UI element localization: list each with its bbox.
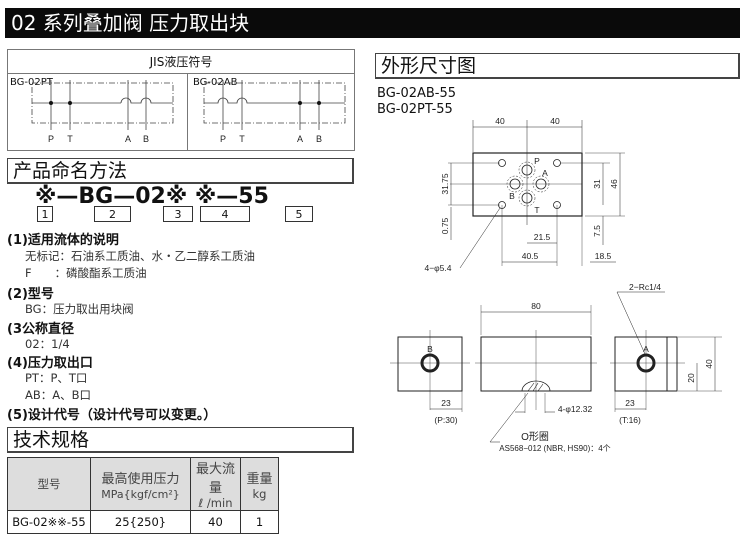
item-title: (3公称直径 <box>7 322 74 337</box>
oring-title: O形圈 <box>521 431 549 443</box>
table-row: BG-02※※-55 25{250} 40 1 <box>7 510 279 534</box>
page-title: 02 系列叠加阀 压力取出块 <box>5 8 740 38</box>
dim-d1: 21.5 <box>534 232 551 242</box>
note-left: (P:30) <box>434 415 457 425</box>
hydraulic-symbols: P T A B P T A B <box>31 80 346 144</box>
item-line: F ：磷酸酯系工质油 <box>25 266 147 280</box>
dim-left: 23 <box>441 398 451 408</box>
dim-right: 23 <box>625 398 635 408</box>
model-name: BG-02PT-55 <box>377 102 453 117</box>
port-a: A <box>297 134 303 144</box>
model-name: BG-02AB-55 <box>377 86 457 101</box>
dim-h2: 31 <box>592 179 602 189</box>
item-line: AB：A、B口 <box>25 388 92 402</box>
port-p: P <box>220 134 226 144</box>
port-label: A <box>542 168 548 178</box>
jis-symbol-panel: JIS液压符号 BG-02PT BG-02AB P T A B P T A B <box>7 49 355 151</box>
item-title: (4)压力取出口 <box>7 356 93 371</box>
port-label: T <box>534 205 539 215</box>
port-b: B <box>316 134 322 144</box>
port-a: A <box>125 134 131 144</box>
oring-holes: 4-φ12.32 <box>558 404 593 414</box>
code-part: 02 <box>135 184 166 209</box>
code-part: ※ <box>165 184 188 209</box>
dim-40: 40 <box>704 359 714 369</box>
note-right: (T:16) <box>619 415 641 425</box>
code-box-1: 1 <box>37 206 53 222</box>
item-title: (1)适用流体的说明 <box>7 233 119 248</box>
holes-note: 4−φ5.4 <box>424 263 451 273</box>
item-line: 02：1/4 <box>25 337 70 351</box>
port-b: B <box>143 134 149 144</box>
code-part: 55 <box>238 184 269 209</box>
code-part: BG <box>78 184 114 209</box>
jis-header: JIS液压符号 <box>8 50 354 74</box>
dim-h5: 7.5 <box>592 225 602 237</box>
code-box-3: 3 <box>163 206 193 222</box>
dim-length: 80 <box>531 301 541 311</box>
code-part: — <box>216 184 239 209</box>
item-line: PT：P、T口 <box>25 371 88 385</box>
port-t: T <box>239 134 245 144</box>
cell-pressure: 25{250} <box>90 510 191 534</box>
code-part: — <box>56 184 79 209</box>
code-box-4: 4 <box>200 206 250 222</box>
port-label: B <box>427 344 433 354</box>
dim-d2: 40.5 <box>522 251 539 261</box>
naming-heading: 产品命名方法 <box>7 158 354 184</box>
code-box-5: 5 <box>285 206 313 222</box>
symbol-label-ab: BG-02AB <box>193 77 238 88</box>
dim-h3: 46 <box>609 179 619 189</box>
symbol-label-pt: BG-02PT <box>10 77 53 88</box>
model-code: ※—BG—02※ ※—55 <box>35 184 269 209</box>
item-line: 无标记：石油系工质油、水・乙二醇系工质油 <box>25 249 255 263</box>
dim-d3: 18.5 <box>595 251 612 261</box>
dims-heading: 外形尺寸图 <box>375 53 740 79</box>
item-line: BG：压力取出用块阀 <box>25 302 134 316</box>
oring-spec: AS568−012 (NBR, HS90)：4个 <box>499 444 610 453</box>
port-label: P <box>534 156 540 166</box>
port-label: A <box>643 344 649 354</box>
cell-flow: 40 <box>190 510 241 534</box>
item-title: (2)型号 <box>7 287 54 302</box>
port-p: P <box>48 134 54 144</box>
dim-h4: 0.75 <box>440 217 450 234</box>
spec-heading: 技术规格 <box>7 427 354 453</box>
code-part: ※ <box>194 184 217 209</box>
code-part: — <box>113 184 136 209</box>
dim-w2: 40 <box>550 116 560 126</box>
cell-weight: 1 <box>240 510 279 534</box>
thread-note: 2−Rc1/4 <box>629 282 661 292</box>
dim-w1: 40 <box>495 116 505 126</box>
code-part: ※ <box>35 184 57 209</box>
divider <box>187 74 188 151</box>
port-label: B <box>509 191 515 201</box>
code-box-2: 2 <box>94 206 131 222</box>
dim-20: 20 <box>686 373 696 383</box>
dim-h1: 31.75 <box>440 173 450 195</box>
port-t: T <box>67 134 73 144</box>
item-title: (5)设计代号（设计代号可以变更。） <box>7 408 217 423</box>
cell-model: BG-02※※-55 <box>7 510 91 534</box>
